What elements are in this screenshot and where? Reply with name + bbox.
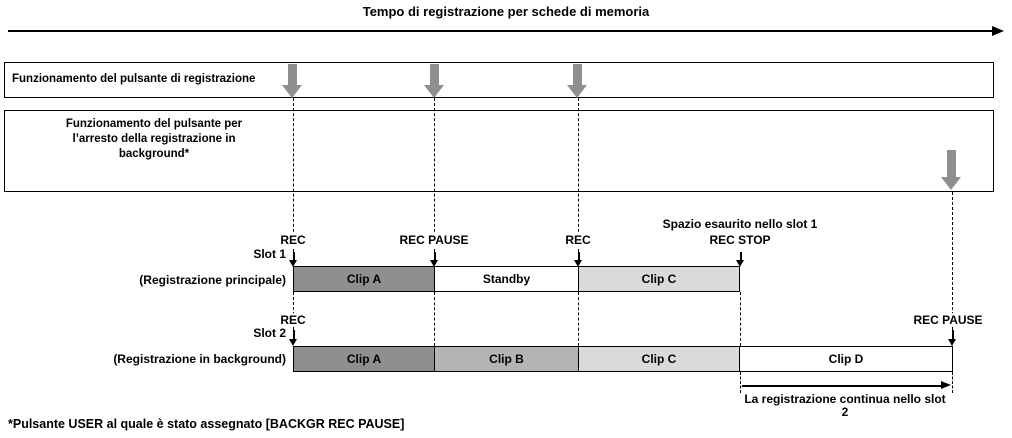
slot2-segment-clip-b: Clip B <box>435 347 579 371</box>
bg-stop-label-line1: Funzionamento del pulsante per <box>65 118 243 130</box>
time-axis-arrowhead-icon <box>992 26 1004 36</box>
dashed-line-2-upper <box>434 98 435 252</box>
dashed-line-1-upper <box>293 98 294 252</box>
continuation-caption: La registrazione continua nello slot 2 <box>715 393 975 419</box>
slot1-marker-arrow-1 <box>289 252 298 267</box>
arrow-shaft <box>430 64 439 86</box>
slot2-timeline-bar: Clip A Clip B Clip C Clip D <box>293 346 953 372</box>
continuation-arrow-line <box>742 385 941 387</box>
slot1-marker-arrow-4 <box>736 252 745 267</box>
arrow-shaft <box>947 150 956 178</box>
rec-button-panel: Funzionamento del pulsante di registrazi… <box>4 62 994 98</box>
arrow-shaft <box>293 330 295 339</box>
arrow-head <box>574 260 582 267</box>
rec-press-arrow-2 <box>424 64 445 98</box>
time-axis-line <box>8 30 994 32</box>
slot2-marker-arrow-1 <box>289 330 298 346</box>
arrow-shaft <box>573 64 582 86</box>
arrow-head <box>736 260 744 267</box>
slot1-marker-arrow-2 <box>430 252 439 267</box>
arrow-head <box>289 339 297 346</box>
rec-press-arrow-1 <box>282 64 303 98</box>
arrow-shaft <box>740 252 742 260</box>
slot1-segment-clip-c: Clip C <box>579 267 739 291</box>
rec-press-arrow-3 <box>567 64 588 98</box>
arrow-shaft <box>434 252 436 260</box>
arrow-head <box>941 177 961 190</box>
bg-stop-label-line2: l’arresto della registrazione in <box>72 133 236 145</box>
bg-stop-press-arrow <box>941 150 962 190</box>
diagram-title: Tempo di registrazione per schede di mem… <box>362 4 650 19</box>
continuation-caption-line1: La registrazione continua nello slot <box>744 392 946 406</box>
dashed-line-2-lower <box>434 292 435 346</box>
arrow-head <box>430 260 438 267</box>
footnote: *Pulsante USER al quale è stato assegnat… <box>8 417 405 431</box>
rec-button-panel-label: Funzionamento del pulsante di registrazi… <box>12 73 256 85</box>
arrow-shaft <box>288 64 297 86</box>
slot1-rec-label-2: REC <box>553 233 603 247</box>
dashed-line-5-upper <box>952 192 953 330</box>
dashed-line-3-upper <box>578 98 579 252</box>
bg-stop-panel <box>4 110 994 192</box>
slot2-segment-clip-c: Clip C <box>579 347 740 371</box>
slot1-segment-clip-a: Clip A <box>294 267 435 291</box>
slot2-marker-arrow-2 <box>948 330 957 346</box>
slot1-space-full-label: Spazio esaurito nello slot 1 <box>612 217 868 231</box>
slot1-rec-stop-label: REC STOP <box>690 233 790 247</box>
dashed-line-3-lower <box>578 292 579 346</box>
arrow-shaft <box>293 252 295 260</box>
dashed-line-1-lower <box>293 292 294 330</box>
dashed-line-4-mid <box>740 292 741 346</box>
slot2-segment-clip-a: Clip A <box>294 347 435 371</box>
slot2-rec-label: REC <box>268 313 318 327</box>
slot1-rec-label-1: REC <box>268 233 318 247</box>
arrow-head <box>424 85 444 98</box>
bg-stop-label-line3: background* <box>118 148 190 160</box>
arrow-shaft <box>578 252 580 260</box>
arrow-head <box>289 260 297 267</box>
arrow-head <box>282 85 302 98</box>
slot1-marker-arrow-3 <box>574 252 583 267</box>
slot1-subtitle: (Registrazione principale) <box>139 273 286 287</box>
slot2-name: Slot 2 <box>253 326 286 340</box>
arrow-shaft <box>952 330 954 339</box>
dashed-line-4-lower <box>740 372 741 393</box>
arrow-head <box>567 85 587 98</box>
bg-stop-panel-label: Funzionamento del pulsante per l’arresto… <box>14 117 294 162</box>
arrow-head <box>948 339 956 346</box>
dashed-line-5-lower <box>952 372 953 393</box>
continuation-caption-line2: 2 <box>841 405 849 419</box>
slot1-name: Slot 1 <box>253 247 286 261</box>
slot1-timeline-bar: Clip A Standby Clip C <box>293 266 740 292</box>
continuation-arrowhead-icon <box>941 381 951 389</box>
slot2-rec-pause-label: REC PAUSE <box>898 313 998 327</box>
slot1-rec-pause-label: REC PAUSE <box>384 233 484 247</box>
slot2-subtitle: (Registrazione in background) <box>113 352 286 366</box>
slot1-segment-standby: Standby <box>435 267 579 291</box>
slot2-segment-clip-d: Clip D <box>740 347 952 371</box>
